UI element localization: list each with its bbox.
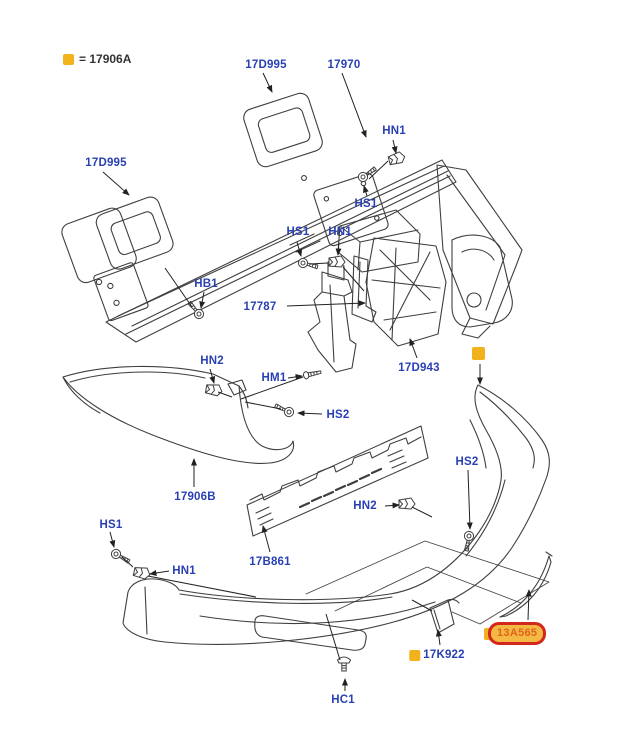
part-number-text: HN2 <box>200 355 224 367</box>
part-label-hn2-15: HN2 <box>353 500 377 512</box>
connector-lines <box>121 160 433 661</box>
ghost-alignment-lines <box>305 540 550 625</box>
corner-flap-right <box>451 234 513 328</box>
legend-17906A: = 17906A <box>63 52 131 66</box>
part-number-text: HS1 <box>286 226 310 238</box>
part-label-17787-6: 17787 <box>244 301 277 313</box>
yellow-square-icon <box>63 53 74 65</box>
part-label-hc1-20: HC1 <box>331 694 355 706</box>
part-number-text: 17K922 <box>423 649 465 661</box>
part-label-17d943-9: 17D943 <box>398 362 439 374</box>
part-number-text: HS1 <box>354 198 378 210</box>
part-number-text: 17970 <box>327 59 361 71</box>
absorber-17B861 <box>246 425 429 537</box>
part-number-text: HN2 <box>353 500 377 512</box>
part-number-text: HS2 <box>326 409 350 421</box>
pad-assembly-left <box>61 196 174 286</box>
part-label-hn1-18: HN1 <box>172 565 196 577</box>
part-label-hs1-3: HS1 <box>355 198 378 210</box>
part-label-17906b-13: 17906B <box>174 491 215 503</box>
bracket-17D943 <box>351 237 447 347</box>
part-label-hs1-7: HS1 <box>287 226 310 238</box>
part-label-17k922-19: 17K922 <box>409 649 465 661</box>
part-number-text: HS2 <box>455 456 479 468</box>
part-number-text: HN1 <box>382 125 406 137</box>
part-label-hn1-2: HN1 <box>382 125 406 137</box>
part-label-17b861-14: 17B861 <box>249 556 290 568</box>
part-label-17970-1: 17970 <box>328 59 361 71</box>
bumper-cover <box>122 384 550 651</box>
yellow-square-icon <box>409 649 421 661</box>
pad-assembly-top <box>243 92 323 181</box>
part-label-hs2-16: HS2 <box>456 456 479 468</box>
part-number-text: 17906B <box>174 491 216 503</box>
part-number-text: HN1 <box>328 226 352 238</box>
reinforcement-bar <box>93 159 457 343</box>
part-label-hs1-17: HS1 <box>100 519 123 531</box>
yellow-square-icon <box>472 347 485 360</box>
bracket-17K922 <box>429 598 460 634</box>
part-label-17d995-0: 17D995 <box>245 59 286 71</box>
bracket-17787 <box>307 261 357 373</box>
part-number-text: HS1 <box>99 519 123 531</box>
part-number-text: HB1 <box>194 278 218 290</box>
part-label-hb1-5: HB1 <box>194 278 218 290</box>
part-number-text: HM1 <box>261 372 287 384</box>
legend-text: = 17906A <box>79 52 132 66</box>
part-number-text: 17D943 <box>398 362 440 374</box>
part-number-text: 17D995 <box>245 59 287 71</box>
part-number-text: HN1 <box>172 565 196 577</box>
part-label-hn2-10: HN2 <box>200 355 224 367</box>
corner-bracket-right <box>436 164 523 339</box>
part-label-hs2-12: HS2 <box>327 409 350 421</box>
leader-arrows <box>102 72 532 691</box>
part-number-text: 17787 <box>243 301 277 313</box>
part-number-text: 17D995 <box>85 157 127 169</box>
highlight-pill: 13A565 <box>488 622 547 645</box>
part-label-hn1-8: HN1 <box>328 226 352 238</box>
part-label-17d995-4: 17D995 <box>85 157 126 169</box>
part-number-text: HC1 <box>331 694 355 706</box>
highlighted-part-13A565: 13A565 <box>484 622 547 645</box>
part-label-hm1-11: HM1 <box>262 372 287 384</box>
panel-17906B <box>62 365 295 464</box>
part-number-text: 17B861 <box>249 556 291 568</box>
